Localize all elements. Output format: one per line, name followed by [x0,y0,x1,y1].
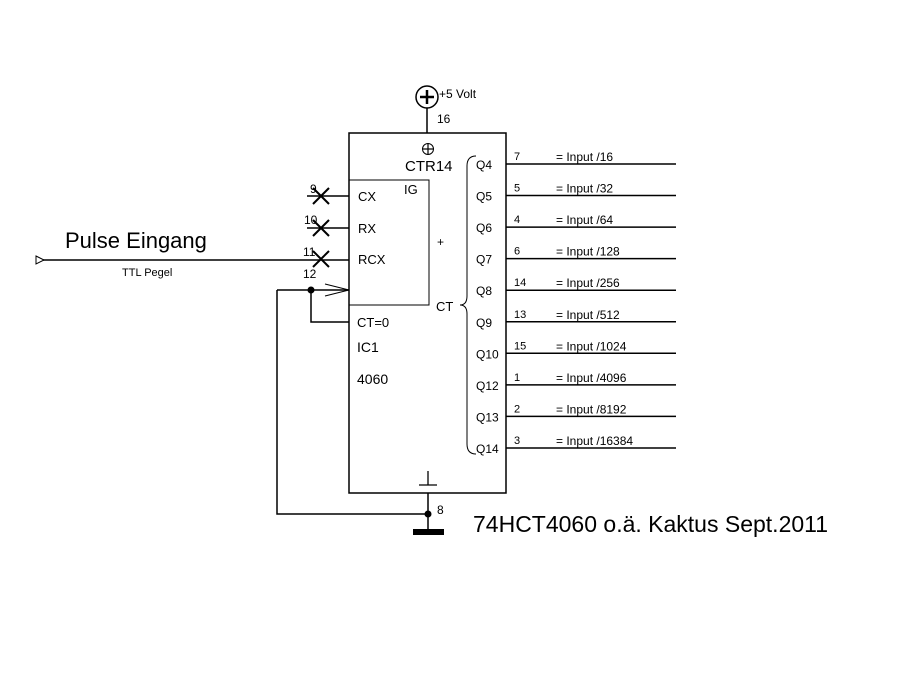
output-name-q5: Q5 [476,190,492,204]
output-desc-q4: = Input /16 [556,150,613,164]
output-desc-q7: = Input /128 [556,245,620,259]
output-name-q14: Q14 [476,442,499,456]
output-pin-q10: 15 [514,340,526,352]
chip-reset-label: CT=0 [357,315,389,330]
ic-body [348,132,507,494]
output-name-q10: Q10 [476,347,499,361]
output-pin-q7: 6 [514,246,520,258]
output-name-q9: Q9 [476,316,492,330]
supply-voltage-label: +5 Volt [439,87,477,101]
output-desc-q14: = Input /16384 [556,434,633,448]
output-pin-q13: 2 [514,403,520,415]
output-brace [459,155,477,455]
output-desc-q6: = Input /64 [556,213,613,227]
output-desc-q12: = Input /4096 [556,371,627,385]
output-name-q8: Q8 [476,284,492,298]
output-desc-q8: = Input /256 [556,276,620,290]
chip-ct-label: CT [436,299,453,314]
input-signal-subtitle: TTL Pegel [122,267,172,279]
supply-symbol [415,85,439,133]
output-name-q12: Q12 [476,379,499,393]
output-desc-q9: = Input /512 [556,308,620,322]
pin-number-reset: 12 [303,267,317,281]
ground-symbol [413,471,444,535]
chip-ref-label: IC1 [357,339,379,355]
chip-type-label: 4060 [357,371,388,387]
output-desc-q10: = Input /1024 [556,339,627,353]
output-pin-q4: 7 [514,151,520,163]
ground-pin-label: 8 [437,503,444,517]
output-pin-q9: 13 [514,309,526,321]
input-pin-rx [307,219,349,237]
input-signal-title: Pulse Eingang [65,228,207,253]
input-pin-rcx [35,250,349,268]
output-desc-q13: = Input /8192 [556,402,627,416]
chip-power-icon [422,143,434,155]
chip-function-label: CTR14 [405,158,453,175]
output-pin-q6: 4 [514,214,520,226]
reset-wiring [276,283,428,515]
input-pin-cx [307,187,349,205]
output-name-q13: Q13 [476,410,499,424]
footer-caption: 74HCT4060 o.ä. Kaktus Sept.2011 [473,511,828,537]
output-name-q6: Q6 [476,221,492,235]
control-block [349,179,430,306]
pin-name-rcx: RCX [358,252,386,267]
chip-plus-label: + [437,235,444,249]
pin-number-rcx: 11 [303,245,316,259]
output-pin-q14: 3 [514,435,520,447]
pin-number-rx: 10 [304,213,318,227]
pin-number-cx: 9 [310,182,317,196]
output-pin-q5: 5 [514,183,520,195]
output-name-q4: Q4 [476,158,492,172]
pin-name-rx: RX [358,221,376,236]
output-name-q7: Q7 [476,253,492,267]
output-pin-q12: 1 [514,372,520,384]
pin-name-cx: CX [358,189,376,204]
output-desc-q5: = Input /32 [556,182,613,196]
chip-ig-label: IG [404,182,418,197]
supply-pin-label: 16 [437,112,451,126]
output-pin-q8: 14 [514,277,526,289]
